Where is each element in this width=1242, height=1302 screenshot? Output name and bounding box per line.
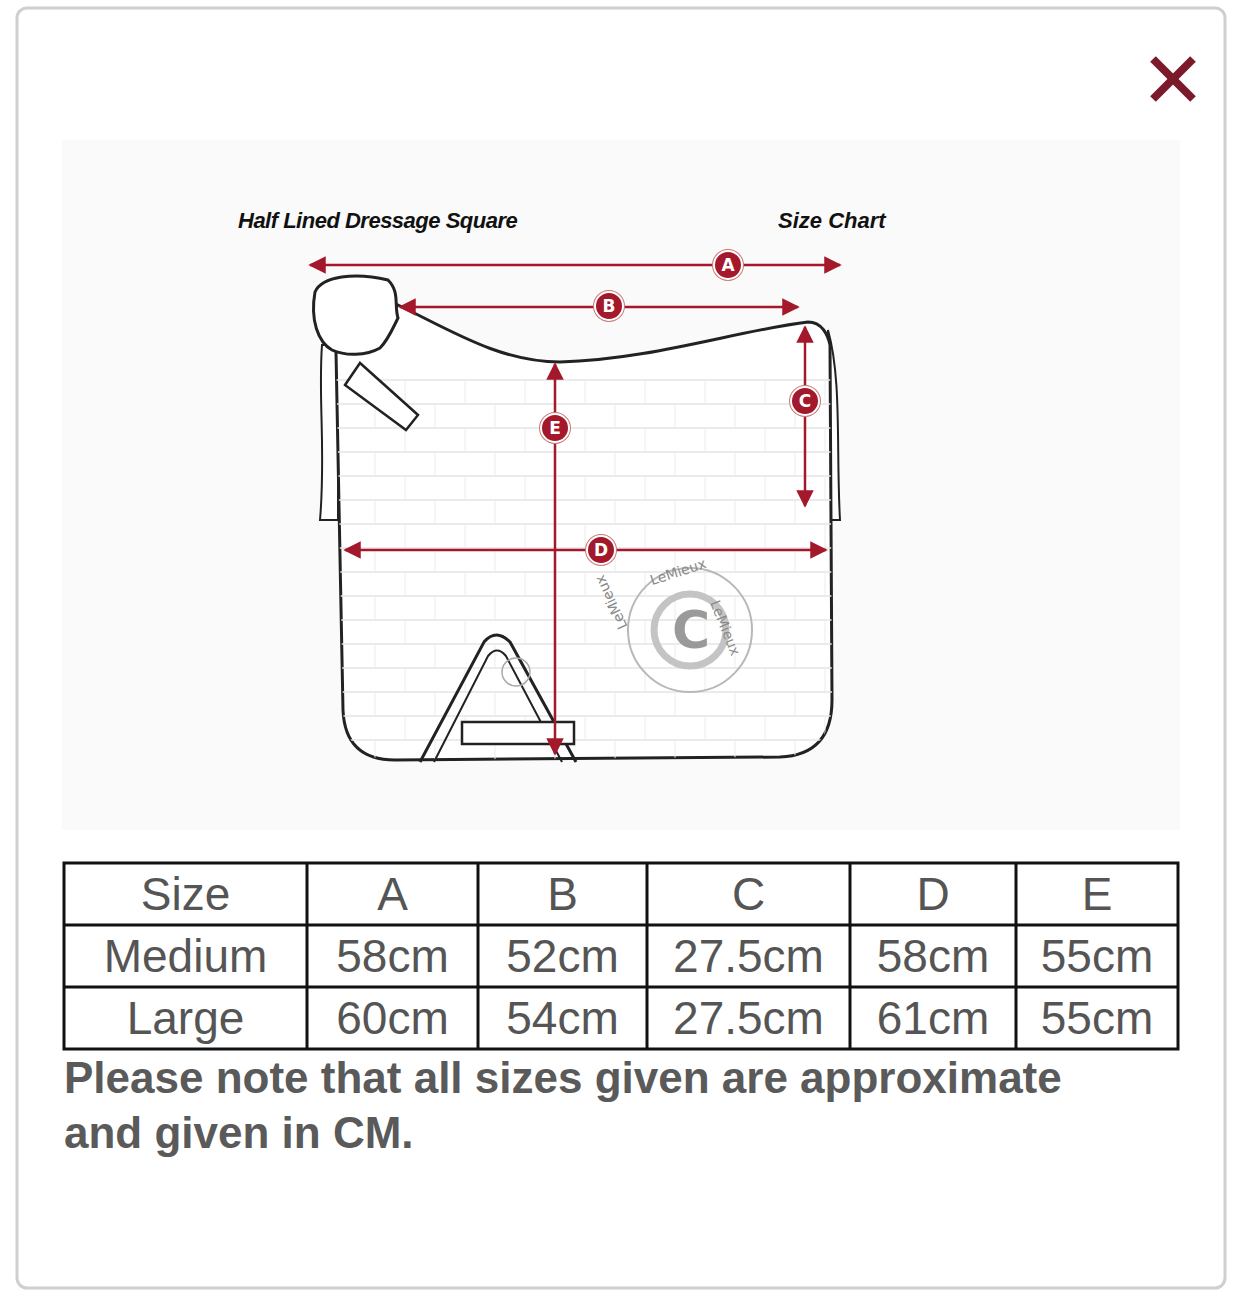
callout-circle: A [713, 250, 743, 280]
table-header-wrap: Size [64, 863, 307, 925]
watermark: LeMieux [648, 555, 708, 588]
table-cell-wrap: 61cm [850, 987, 1016, 1049]
table-cell: 27.5cm [673, 929, 824, 983]
note: Please note that all sizes given are app… [64, 1050, 1064, 1160]
modal-frame [17, 8, 1225, 1288]
table-header-wrap: E [1016, 863, 1178, 925]
table-cell-wrap: 27.5cm [647, 925, 850, 987]
table-cell-wrap: 58cm [307, 925, 478, 987]
table-cell-wrap: Medium [64, 925, 307, 987]
callout-circle: B [594, 291, 624, 321]
callout-letter: A [721, 257, 734, 274]
callout-letter: C [799, 393, 811, 410]
table-cell: 61cm [877, 991, 989, 1045]
table-cell-wrap: 54cm [478, 987, 647, 1049]
close-icon [1153, 59, 1193, 99]
table-header-wrap: B [478, 863, 647, 925]
table-cell-wrap: 27.5cm [647, 987, 850, 1049]
watermark-letter: C [672, 600, 710, 660]
callout-letter: B [603, 298, 616, 315]
table-cell-wrap: 52cm [478, 925, 647, 987]
table-grid [64, 863, 1178, 1049]
image-ground [62, 140, 1180, 830]
table-header: C [732, 867, 765, 921]
table-cell-wrap: 58cm [850, 925, 1016, 987]
title: Half Lined Dressage Square [238, 208, 517, 234]
strap-loop [345, 363, 418, 430]
label-patch [462, 722, 574, 744]
table-cell: 60cm [336, 991, 448, 1045]
callout-circle: D [586, 535, 616, 565]
subtitle: Size Chart [778, 208, 886, 234]
table-cell-wrap: 55cm [1016, 987, 1178, 1049]
table-cell: 58cm [877, 929, 989, 983]
table-cell: 58cm [336, 929, 448, 983]
table-header-wrap: D [850, 863, 1016, 925]
table-cell-wrap: Large [64, 987, 307, 1049]
watermark-ring [628, 568, 752, 692]
fleece-wither [314, 276, 398, 354]
table-header: A [377, 867, 408, 921]
table-cell: 54cm [506, 991, 618, 1045]
watermark: LeMieux [592, 573, 631, 632]
callout-circle: C [790, 386, 820, 416]
table-header: B [547, 867, 578, 921]
callout-circle: E [540, 413, 570, 443]
pad-logo [502, 658, 530, 686]
callout-letter: E [549, 420, 561, 437]
table-header-wrap: C [647, 863, 850, 925]
table-cell: Medium [104, 929, 268, 983]
table-header: E [1082, 867, 1113, 921]
table-cell: Large [127, 991, 245, 1045]
table-header-wrap: A [307, 863, 478, 925]
table-cell: 27.5cm [673, 991, 824, 1045]
table-cell: 55cm [1041, 991, 1153, 1045]
dimension-lines [310, 265, 840, 754]
table-cell-wrap: 60cm [307, 987, 478, 1049]
watermark: LeMieux [707, 598, 744, 658]
table-cell: 52cm [506, 929, 618, 983]
table-cell: 55cm [1041, 929, 1153, 983]
table-cell-wrap: 55cm [1016, 925, 1178, 987]
table-header: Size [141, 867, 230, 921]
table-header: D [916, 867, 949, 921]
girth-patch-inner [434, 651, 562, 763]
quilting [330, 380, 840, 764]
girth-patch [420, 635, 576, 762]
callout-letter: D [594, 542, 608, 559]
